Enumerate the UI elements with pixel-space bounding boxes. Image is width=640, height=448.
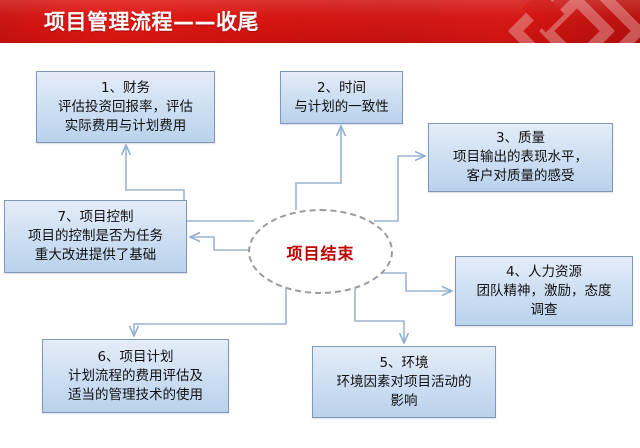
flow-node-environment-line-1: 5、环境 xyxy=(379,354,429,371)
flow-node-project-control-line-1: 7、项目控制 xyxy=(57,209,134,225)
flow-node-environment-line-3: 影响 xyxy=(390,392,418,409)
flow-node-human-resources-line-2: 团队精神，激励，态度 xyxy=(476,282,612,299)
flow-node-environment[interactable]: 5、环境 环境因素对项目活动的 影响 xyxy=(312,346,496,418)
connector-to-time xyxy=(295,126,341,210)
flow-node-project-plan-line-3: 适当的管理技术的使用 xyxy=(68,386,203,403)
flow-node-project-end-label: 项目结束 xyxy=(286,243,355,263)
connector-to-project-plan xyxy=(134,287,287,336)
connector-to-human-resources xyxy=(374,272,452,291)
page-title: 项目管理流程——收尾 xyxy=(44,10,259,34)
connector-to-environment xyxy=(354,287,404,343)
flow-node-finance[interactable]: 1、财务 评估投资回报率，评估 实际费用与计划费用 xyxy=(36,71,215,143)
connector-to-quality xyxy=(374,156,425,222)
flow-node-project-plan-line-1: 6、项目计划 xyxy=(97,348,174,365)
flowchart-canvas: 1、财务 评估投资回报率，评估 实际费用与计划费用 2、时间 与计划的一致性 3… xyxy=(0,43,640,448)
flow-node-project-plan[interactable]: 6、项目计划 计划流程的费用评估及 适当的管理技术的使用 xyxy=(42,339,229,413)
connector-to-finance xyxy=(126,145,254,222)
flow-node-quality[interactable]: 3、质量 项目输出的表现水平， 客户对质量的感受 xyxy=(428,123,613,192)
flow-node-finance-line-3: 实际费用与计划费用 xyxy=(64,117,187,134)
flow-node-project-end[interactable]: 项目结束 xyxy=(248,209,393,294)
page-header: 项目管理流程——收尾 xyxy=(0,0,640,43)
flow-node-environment-line-2: 环境因素对项目活动的 xyxy=(336,373,472,390)
flow-node-finance-line-1: 1、财务 xyxy=(100,79,151,96)
flow-node-project-control-line-3: 重大改进提供了基础 xyxy=(34,247,157,263)
connector-to-project-control xyxy=(190,237,254,251)
header-gloss-overlay xyxy=(0,0,640,43)
connector-layer xyxy=(0,43,640,448)
flow-node-time-line-1: 2、时间 xyxy=(316,79,367,96)
flow-node-quality-line-3: 客户对质量的感受 xyxy=(466,168,575,184)
flow-node-finance-line-2: 评估投资回报率，评估 xyxy=(58,98,193,115)
flow-node-quality-line-2: 项目输出的表现水平， xyxy=(453,149,588,165)
flow-node-time[interactable]: 2、时间 与计划的一致性 xyxy=(280,71,403,124)
flow-node-project-control-line-2: 项目的控制是否为任务 xyxy=(28,228,163,244)
flow-node-project-control[interactable]: 7、项目控制 项目的控制是否为任务 重大改进提供了基础 xyxy=(4,200,187,273)
flow-node-quality-line-1: 3、质量 xyxy=(495,130,546,146)
flow-node-human-resources[interactable]: 4、人力资源 团队精神，激励，态度 调查 xyxy=(455,256,633,326)
flow-node-human-resources-line-3: 调查 xyxy=(530,301,558,318)
flow-node-project-plan-line-2: 计划流程的费用评估及 xyxy=(68,367,203,384)
flow-node-human-resources-line-1: 4、人力资源 xyxy=(505,263,583,280)
flow-node-time-line-2: 与计划的一致性 xyxy=(294,98,389,115)
